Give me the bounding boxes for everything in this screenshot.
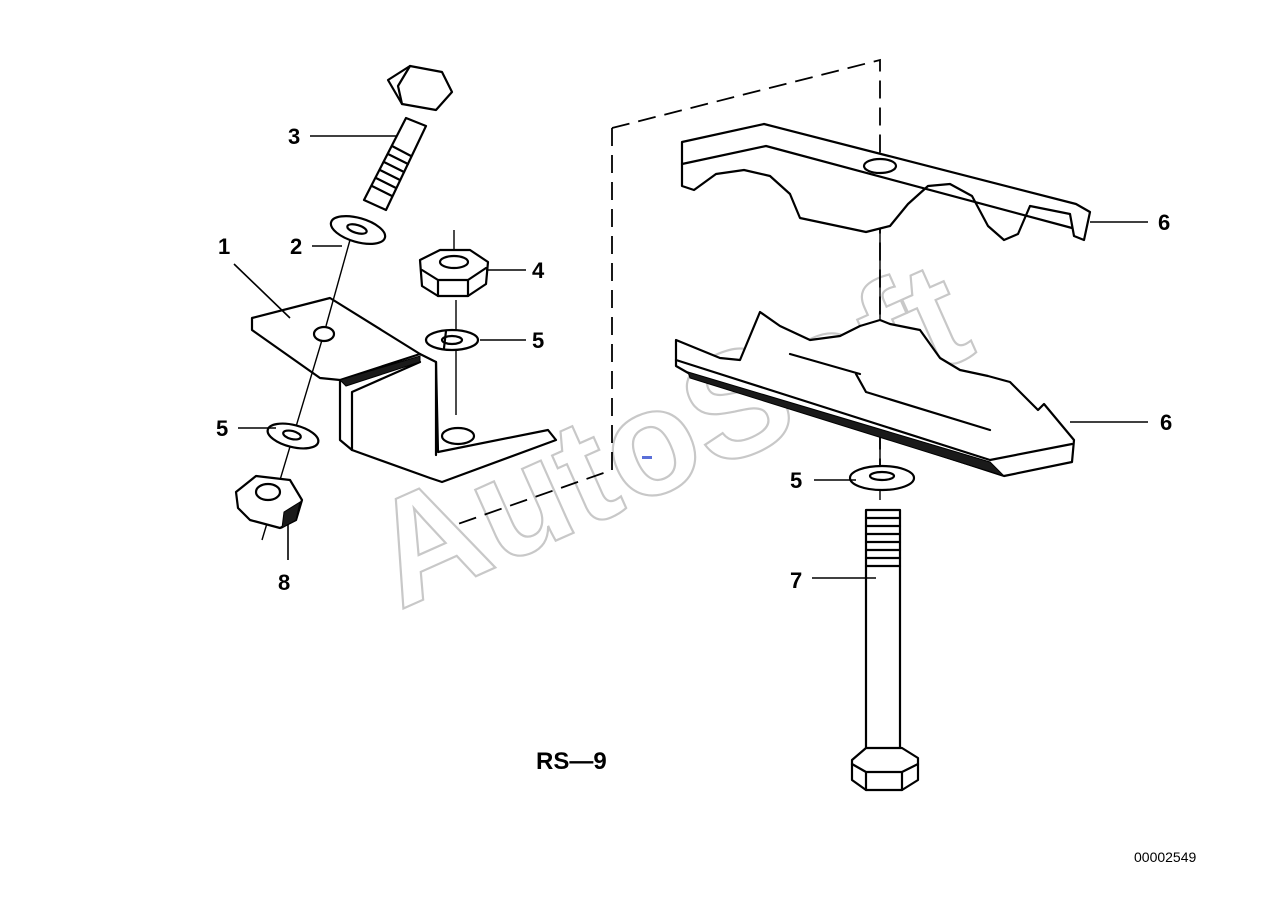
diagram-code: RS—9 [536, 748, 607, 775]
callout-4: 4 [532, 258, 545, 283]
callout-6-lower: 6 [1160, 410, 1172, 435]
reference-number: 00002549 [1134, 849, 1197, 865]
hex-bolt-7 [850, 508, 920, 792]
callout-8: 8 [278, 570, 290, 595]
hex-nut-4 [418, 248, 490, 298]
lock-washer-5-left [266, 422, 320, 450]
hex-nut-8 [234, 474, 304, 530]
callout-7: 7 [790, 568, 802, 593]
callout-5-left: 5 [216, 416, 228, 441]
callout-5-right: 5 [790, 468, 802, 493]
callout-2: 2 [290, 234, 302, 259]
lock-washer-5-upper [424, 328, 480, 352]
washer-5-right [848, 464, 916, 492]
callout-6-upper: 6 [1158, 210, 1170, 235]
callout-1: 1 [218, 234, 230, 259]
clamp-half-6-lower [674, 310, 1076, 478]
callout-5-upper: 5 [532, 328, 544, 353]
hex-bolt-3 [362, 64, 454, 212]
bracket-1 [250, 296, 558, 484]
callout-3: 3 [288, 124, 300, 149]
clamp-half-6-upper [680, 122, 1092, 242]
leader-lines [233, 135, 1148, 579]
washer-2 [329, 215, 387, 245]
marker-dot [642, 456, 652, 459]
